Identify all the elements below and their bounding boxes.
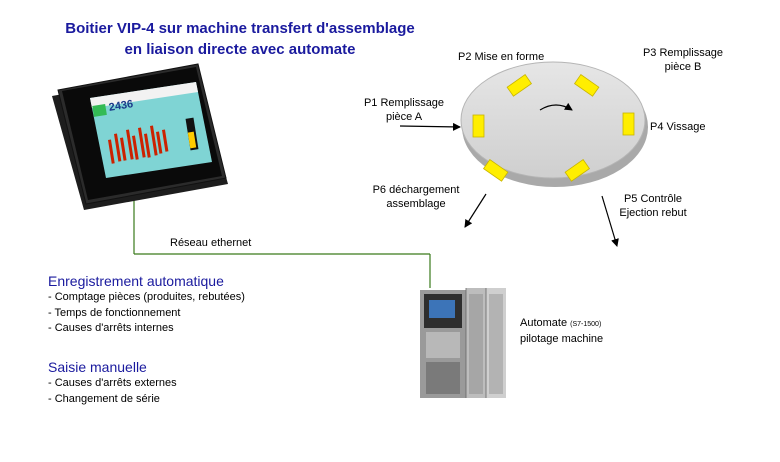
plc-model: (S7-1500) [570, 321, 602, 328]
station-p6-label: P6 déchargement assemblage [356, 183, 476, 211]
station-p3-block [573, 74, 600, 97]
vip4-terminal [52, 63, 228, 210]
list-item: - Changement de série [48, 392, 160, 405]
production-bars [108, 125, 169, 164]
station-p6-line-2: assemblage [386, 198, 446, 210]
station-p3-line-2: pièce B [664, 61, 702, 73]
input-arrow-p1 [399, 122, 461, 131]
plc-rack [420, 288, 506, 398]
list-item: - Causes d'arrêts externes [48, 377, 177, 389]
list-item: - Causes d'arrêts internes [48, 322, 174, 334]
manual-entry-heading: Saisie manuelle [48, 359, 147, 375]
station-p5-label: P5 Contrôle Ejection rebut [598, 192, 708, 220]
title-line-2: en liaison directe avec automate [124, 41, 356, 58]
station-p6-block [482, 159, 509, 182]
station-p1-line-2: pièce A [385, 111, 423, 123]
auto-recording-heading: Enregistrement automatique [48, 273, 224, 289]
plc-label-line-2: pilotage machine [520, 333, 604, 345]
station-p2-label: P2 Mise en forme [458, 51, 545, 63]
station-p4-label: P4 Vissage [650, 121, 706, 133]
plc-label-line-1: Automate [520, 317, 568, 329]
station-p1-label: P1 Remplissage pièce A [348, 96, 460, 124]
station-blocks [472, 74, 635, 182]
flow-arrows [399, 122, 619, 247]
output-arrow-p6 [464, 193, 487, 228]
plc-label: Automate (S7-1500) pilotage machine [520, 316, 603, 346]
auto-recording-section: Enregistrement automatique - Comptage pi… [48, 272, 245, 337]
station-p1-block [472, 114, 485, 138]
station-p4-block [622, 112, 635, 136]
station-p5-line-2: Ejection rebut [619, 207, 687, 219]
rotary-table [460, 61, 648, 187]
station-p3-line-1: P3 Remplissage [642, 47, 724, 59]
diagram-title: Boitier VIP-4 sur machine transfert d'as… [40, 18, 440, 60]
output-arrow-p5 [601, 195, 619, 247]
station-p5-line-1: P5 Contrôle [623, 193, 683, 205]
station-p2-block [506, 74, 533, 97]
network-label: Réseau ethernet [170, 237, 252, 249]
title-line-1: Boitier VIP-4 sur machine transfert d'as… [65, 20, 415, 37]
terminal-screen [90, 82, 212, 178]
ethernet-network [133, 198, 431, 288]
station-p1-line-1: P1 Remplissage [363, 97, 445, 109]
station-p6-line-1: P6 déchargement [372, 184, 460, 196]
manual-entry-section: Saisie manuelle - Causes d'arrêts extern… [48, 358, 177, 407]
list-item: - Comptage pièces (produites, rebutées) [48, 291, 245, 303]
station-p5-block [564, 159, 591, 182]
list-item: - Temps de fonctionnement [48, 306, 181, 319]
station-p3-label: P3 Remplissage pièce B [618, 46, 748, 74]
